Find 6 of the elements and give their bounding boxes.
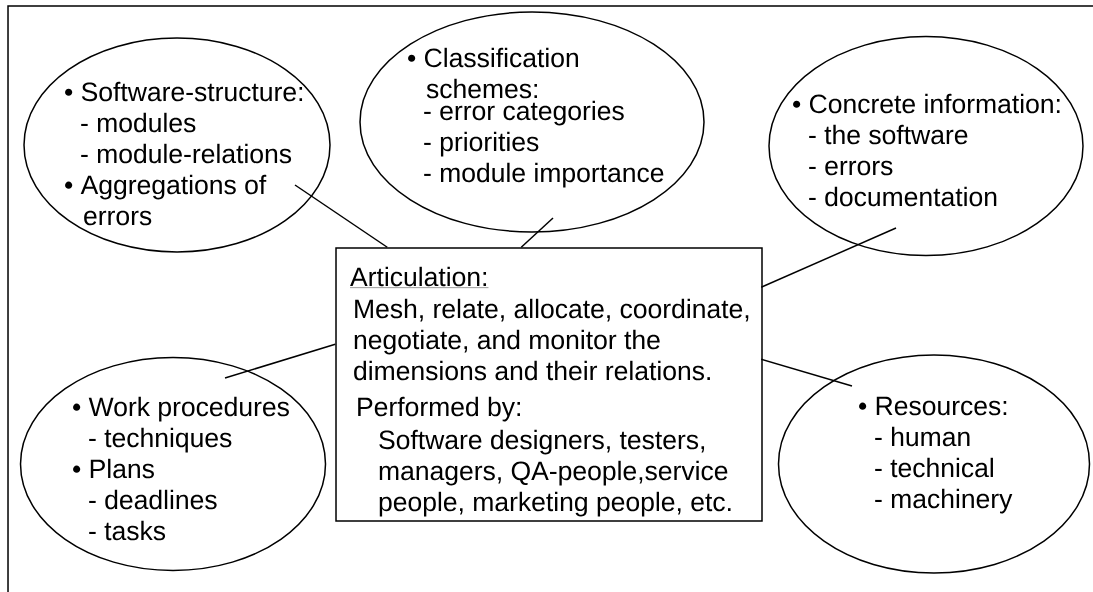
connector-line <box>760 227 897 288</box>
connector-line <box>760 358 853 387</box>
text-box: Articulation: Mesh, relate, allocate, coordinate, negotiate, and monitor the dimensions and their relations. Performed by: Software designers, testers, managers, QA-people,service people, marketing people, etc. <box>335 247 763 522</box>
connector-line <box>294 184 388 248</box>
connector-line <box>520 217 554 248</box>
connector-line <box>224 343 336 379</box>
